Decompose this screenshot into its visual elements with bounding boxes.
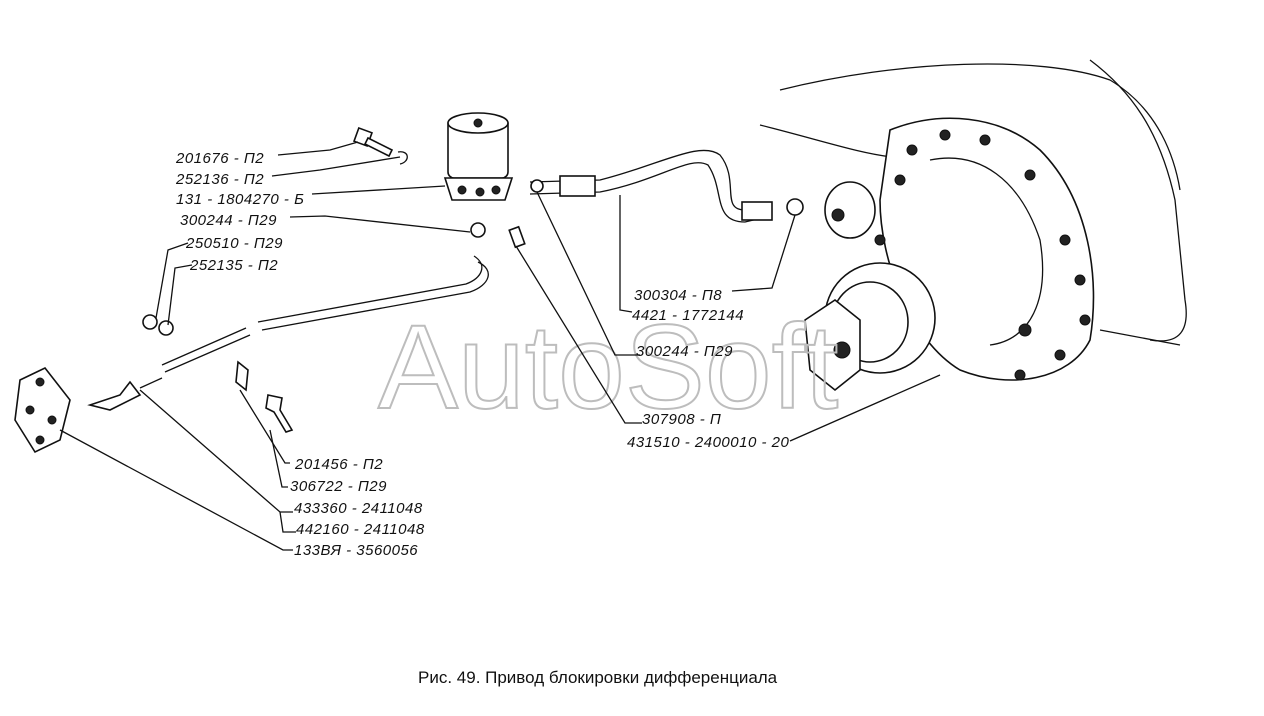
bolts [874,129,1091,381]
watermark: AutoSoft [378,300,838,434]
small-parts [14,314,294,454]
label-442160: 442160 - 2411048 [296,521,425,538]
hose-4421 [529,149,804,223]
leader-lines [59,141,941,551]
label-431510: 431510 - 2400010 - 20 [627,434,789,451]
label-4421-1772144: 4421 - 1772144 [632,307,744,324]
figure-caption: Рис. 49. Привод блокировки дифференциала [418,668,778,687]
label-250510: 250510 - П29 [185,235,283,252]
rear-axle-differential [759,59,1187,392]
label-133VYa: 133ВЯ - 3560056 [294,542,418,559]
label-306722: 306722 - П29 [290,478,387,495]
label-252135: 252135 - П2 [189,257,278,274]
solenoid-valve [443,112,514,201]
label-433360: 433360 - 2411048 [294,500,423,517]
air-tube [87,222,526,411]
part-labels: 201676 - П2 252136 - П2 131 - 1804270 - … [175,150,789,559]
bolt-201676 [353,127,408,165]
label-252136: 252136 - П2 [175,171,264,188]
label-201456: 201456 - П2 [294,456,383,473]
label-201676: 201676 - П2 [175,150,264,167]
label-131-1804270: 131 - 1804270 - Б [176,191,304,208]
label-307908: 307908 - П [642,411,721,428]
label-300244-right: 300244 - П29 [636,343,733,360]
label-300244-left: 300244 - П29 [180,212,277,229]
label-300304: 300304 - П8 [634,287,722,304]
